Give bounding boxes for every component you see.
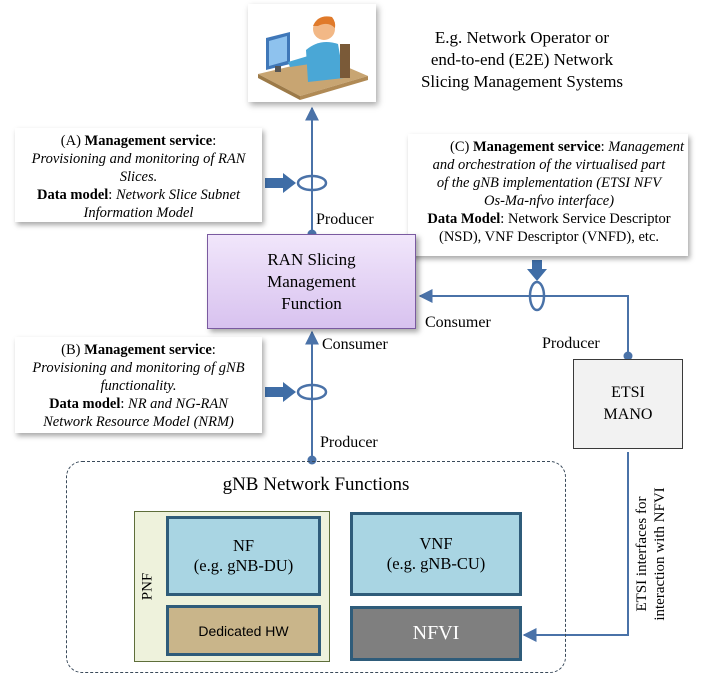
interface-arrow-b bbox=[265, 382, 296, 402]
callout-b: (B) Management service: Provisioning and… bbox=[15, 337, 262, 433]
callout-c-service-line-3: of the gNB implementation (ETSI NFV bbox=[436, 175, 662, 191]
callout-a-colon: : bbox=[212, 133, 217, 149]
callout-b-prefix: (B) bbox=[61, 342, 81, 358]
callout-a-prefix: (A) bbox=[60, 133, 81, 149]
gnb-network-functions-frame bbox=[66, 461, 566, 673]
callout-a-service-heading: Management service bbox=[84, 133, 213, 149]
consumer-label-right: Consumer bbox=[425, 314, 491, 331]
callout-b-service-heading: Management service bbox=[84, 342, 212, 358]
producer-label-gnb: Producer bbox=[320, 434, 378, 451]
interface-ring-c bbox=[528, 280, 546, 312]
nf-box: NF (e.g. gNB-DU) bbox=[166, 516, 321, 596]
callout-c-prefix: (C) bbox=[450, 139, 470, 155]
callout-c-service-line-1: Management bbox=[608, 139, 684, 155]
vnf-box: VNF (e.g. gNB-CU) bbox=[350, 512, 522, 596]
etsi-interfaces-line-1: ETSI interfaces for bbox=[634, 496, 650, 612]
callout-a-service-line-1: Provisioning and monitoring of RAN bbox=[31, 151, 246, 167]
external-system-line-2: end-to-end (E2E) Network bbox=[430, 50, 614, 69]
etsi-mano-box: ETSI MANO bbox=[573, 359, 683, 449]
nfvi-label: NFVI bbox=[412, 622, 460, 644]
callout-b-service-line-1: Provisioning and monitoring of gNB bbox=[32, 360, 245, 376]
callout-a-model-heading: Data model bbox=[37, 187, 109, 203]
etsi-nfvi-line bbox=[522, 452, 629, 642]
external-system-line-3: Slicing Management Systems bbox=[420, 72, 624, 91]
callout-b-service-row: (B) Management service: bbox=[21, 341, 256, 359]
callout-b-model-heading: Data model bbox=[49, 396, 121, 412]
callout-c-service-line-2: and orchestration of the virtualised par… bbox=[432, 157, 666, 173]
operator-at-computer-icon bbox=[258, 16, 368, 100]
nf-line-1: NF bbox=[232, 536, 255, 555]
interface-ring-b bbox=[296, 383, 328, 401]
callout-b-model-line-1: NR and NG-RAN bbox=[128, 396, 228, 412]
ran-function-line-2: Management bbox=[267, 271, 356, 291]
interface-arrow-c bbox=[527, 260, 547, 281]
producer-dot-mano bbox=[623, 351, 633, 361]
pnf-label: PNF bbox=[139, 572, 156, 601]
callout-c-model-line-2: (NSD), VNF Descriptor (VNFD), etc. bbox=[438, 229, 660, 245]
callout-a-service-line-2: Slices. bbox=[119, 169, 158, 185]
callout-b-model-line-2: Network Resource Model (NRM) bbox=[43, 414, 234, 430]
dedicated-hw-box: Dedicated HW bbox=[166, 605, 321, 656]
pnf-label-holder: PNF bbox=[134, 511, 162, 662]
external-system-line-1: E.g. Network Operator or bbox=[434, 28, 610, 47]
producer-dot-gnb bbox=[307, 455, 317, 465]
nfvi-box: NFVI bbox=[350, 606, 522, 661]
etsi-interfaces-label-holder: ETSI interfaces for interaction with NFV… bbox=[611, 474, 691, 634]
ran-function-line-1: RAN Slicing bbox=[267, 249, 356, 269]
gnb-network-functions-title: gNB Network Functions bbox=[222, 474, 410, 495]
ran-slicing-management-function: RAN Slicing Management Function bbox=[207, 234, 416, 329]
callout-a: (A) Management service: Provisioning and… bbox=[15, 128, 262, 222]
callout-b-service-line-2: functionality. bbox=[100, 378, 177, 394]
producer-label-mano: Producer bbox=[542, 335, 600, 352]
nf-line-2: (e.g. gNB-DU) bbox=[193, 556, 294, 575]
callout-c-model-line-1: Network Service Descriptor bbox=[507, 211, 671, 227]
interface-arrow-a bbox=[265, 173, 296, 193]
vnf-line-1: VNF bbox=[419, 534, 453, 553]
etsi-interfaces-label: ETSI interfaces for interaction with NFV… bbox=[633, 474, 669, 634]
etsi-interfaces-line-2: interaction with NFVI bbox=[652, 487, 668, 621]
interface-ring-a bbox=[296, 174, 328, 192]
callout-c-service-heading: Management service bbox=[473, 139, 601, 155]
callout-a-service-row: (A) Management service: bbox=[21, 132, 256, 150]
vnf-line-2: (e.g. gNB-CU) bbox=[386, 554, 486, 573]
callout-a-model-line-1: Network Slice Subnet bbox=[115, 187, 240, 203]
producer-label-top: Producer bbox=[316, 211, 374, 228]
callout-b-colon: : bbox=[211, 342, 216, 358]
callout-c-service-line-4: Os-Ma-nfvo interface) bbox=[483, 193, 615, 209]
ran-function-line-3: Function bbox=[281, 293, 342, 313]
dedicated-hw-label: Dedicated HW bbox=[198, 622, 289, 639]
operator-card bbox=[248, 4, 376, 102]
consumer-label-below: Consumer bbox=[322, 336, 388, 353]
callout-a-model-line-2: Information Model bbox=[83, 205, 194, 221]
callout-c-model-heading: Data Model bbox=[427, 211, 501, 227]
etsi-mano-line-2: MANO bbox=[603, 406, 653, 423]
producer-line-mano bbox=[418, 289, 629, 356]
callout-c: (C) Management service: Management and o… bbox=[408, 134, 688, 256]
external-system-text: E.g. Network Operator or end-to-end (E2E… bbox=[372, 27, 672, 93]
etsi-mano-line-1: ETSI bbox=[611, 384, 645, 401]
